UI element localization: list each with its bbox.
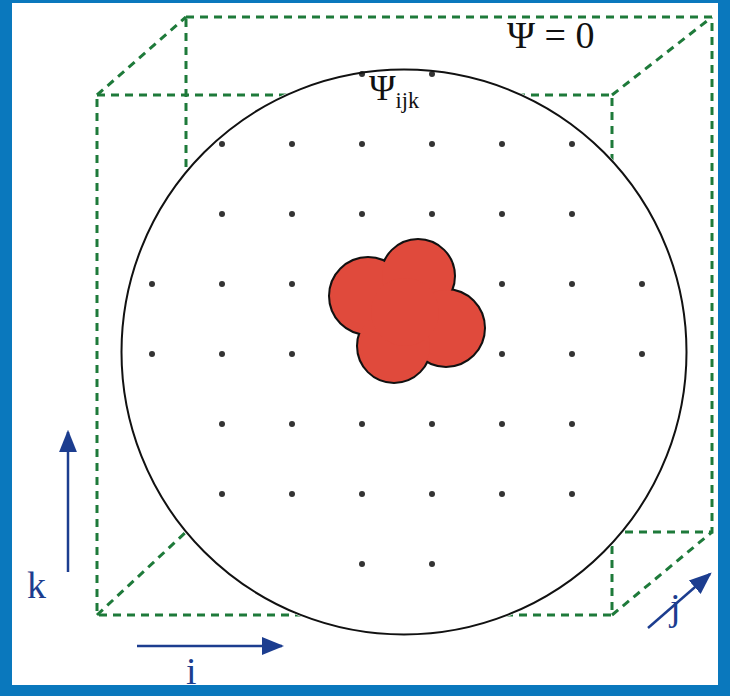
circle-outline xyxy=(120,68,688,636)
grid-point xyxy=(149,281,155,287)
boundary-condition: Ψ = 0 xyxy=(507,16,594,54)
grid-point xyxy=(289,141,295,147)
grid-point xyxy=(569,281,575,287)
grid-point xyxy=(499,141,505,147)
grid-point xyxy=(219,351,225,357)
axis-label: i xyxy=(186,652,197,690)
axis-label: j xyxy=(670,588,681,626)
axis-arrow-j xyxy=(648,574,710,628)
grid-point xyxy=(569,211,575,217)
grid-point xyxy=(219,141,225,147)
grid-point xyxy=(289,351,295,357)
grid-point xyxy=(289,211,295,217)
grid-point xyxy=(499,421,505,427)
axis-arrow-i xyxy=(137,645,282,648)
axis-arrow-k xyxy=(67,432,70,572)
grid-point xyxy=(499,491,505,497)
grid-point xyxy=(219,211,225,217)
grid-point xyxy=(429,491,435,497)
grid-point xyxy=(359,141,365,147)
grid-point xyxy=(569,141,575,147)
grid-point xyxy=(429,561,435,567)
grid-point xyxy=(499,211,505,217)
grid-point xyxy=(149,351,155,357)
grid-point xyxy=(569,421,575,427)
molecule-outline xyxy=(330,240,484,382)
grid-point xyxy=(289,491,295,497)
grid-point xyxy=(289,421,295,427)
domain-circle: Ψijk xyxy=(120,68,688,636)
grid-point xyxy=(359,421,365,427)
grid-point xyxy=(359,211,365,217)
grid-points xyxy=(149,71,645,567)
grid-point xyxy=(499,281,505,287)
grid-point xyxy=(289,281,295,287)
grid-point xyxy=(219,281,225,287)
grid-point xyxy=(429,141,435,147)
grid-point xyxy=(429,421,435,427)
grid-point xyxy=(639,351,645,357)
grid-point xyxy=(499,351,505,357)
axis-label: k xyxy=(27,566,46,604)
field-symbol: Ψijk xyxy=(369,70,419,112)
grid-point xyxy=(569,491,575,497)
grid-point xyxy=(429,211,435,217)
grid-point xyxy=(219,491,225,497)
grid-point xyxy=(569,351,575,357)
grid-point xyxy=(359,561,365,567)
grid-point xyxy=(639,281,645,287)
molecule xyxy=(330,240,484,382)
grid-point xyxy=(359,491,365,497)
domain-fill xyxy=(120,68,688,636)
grid-point xyxy=(219,421,225,427)
